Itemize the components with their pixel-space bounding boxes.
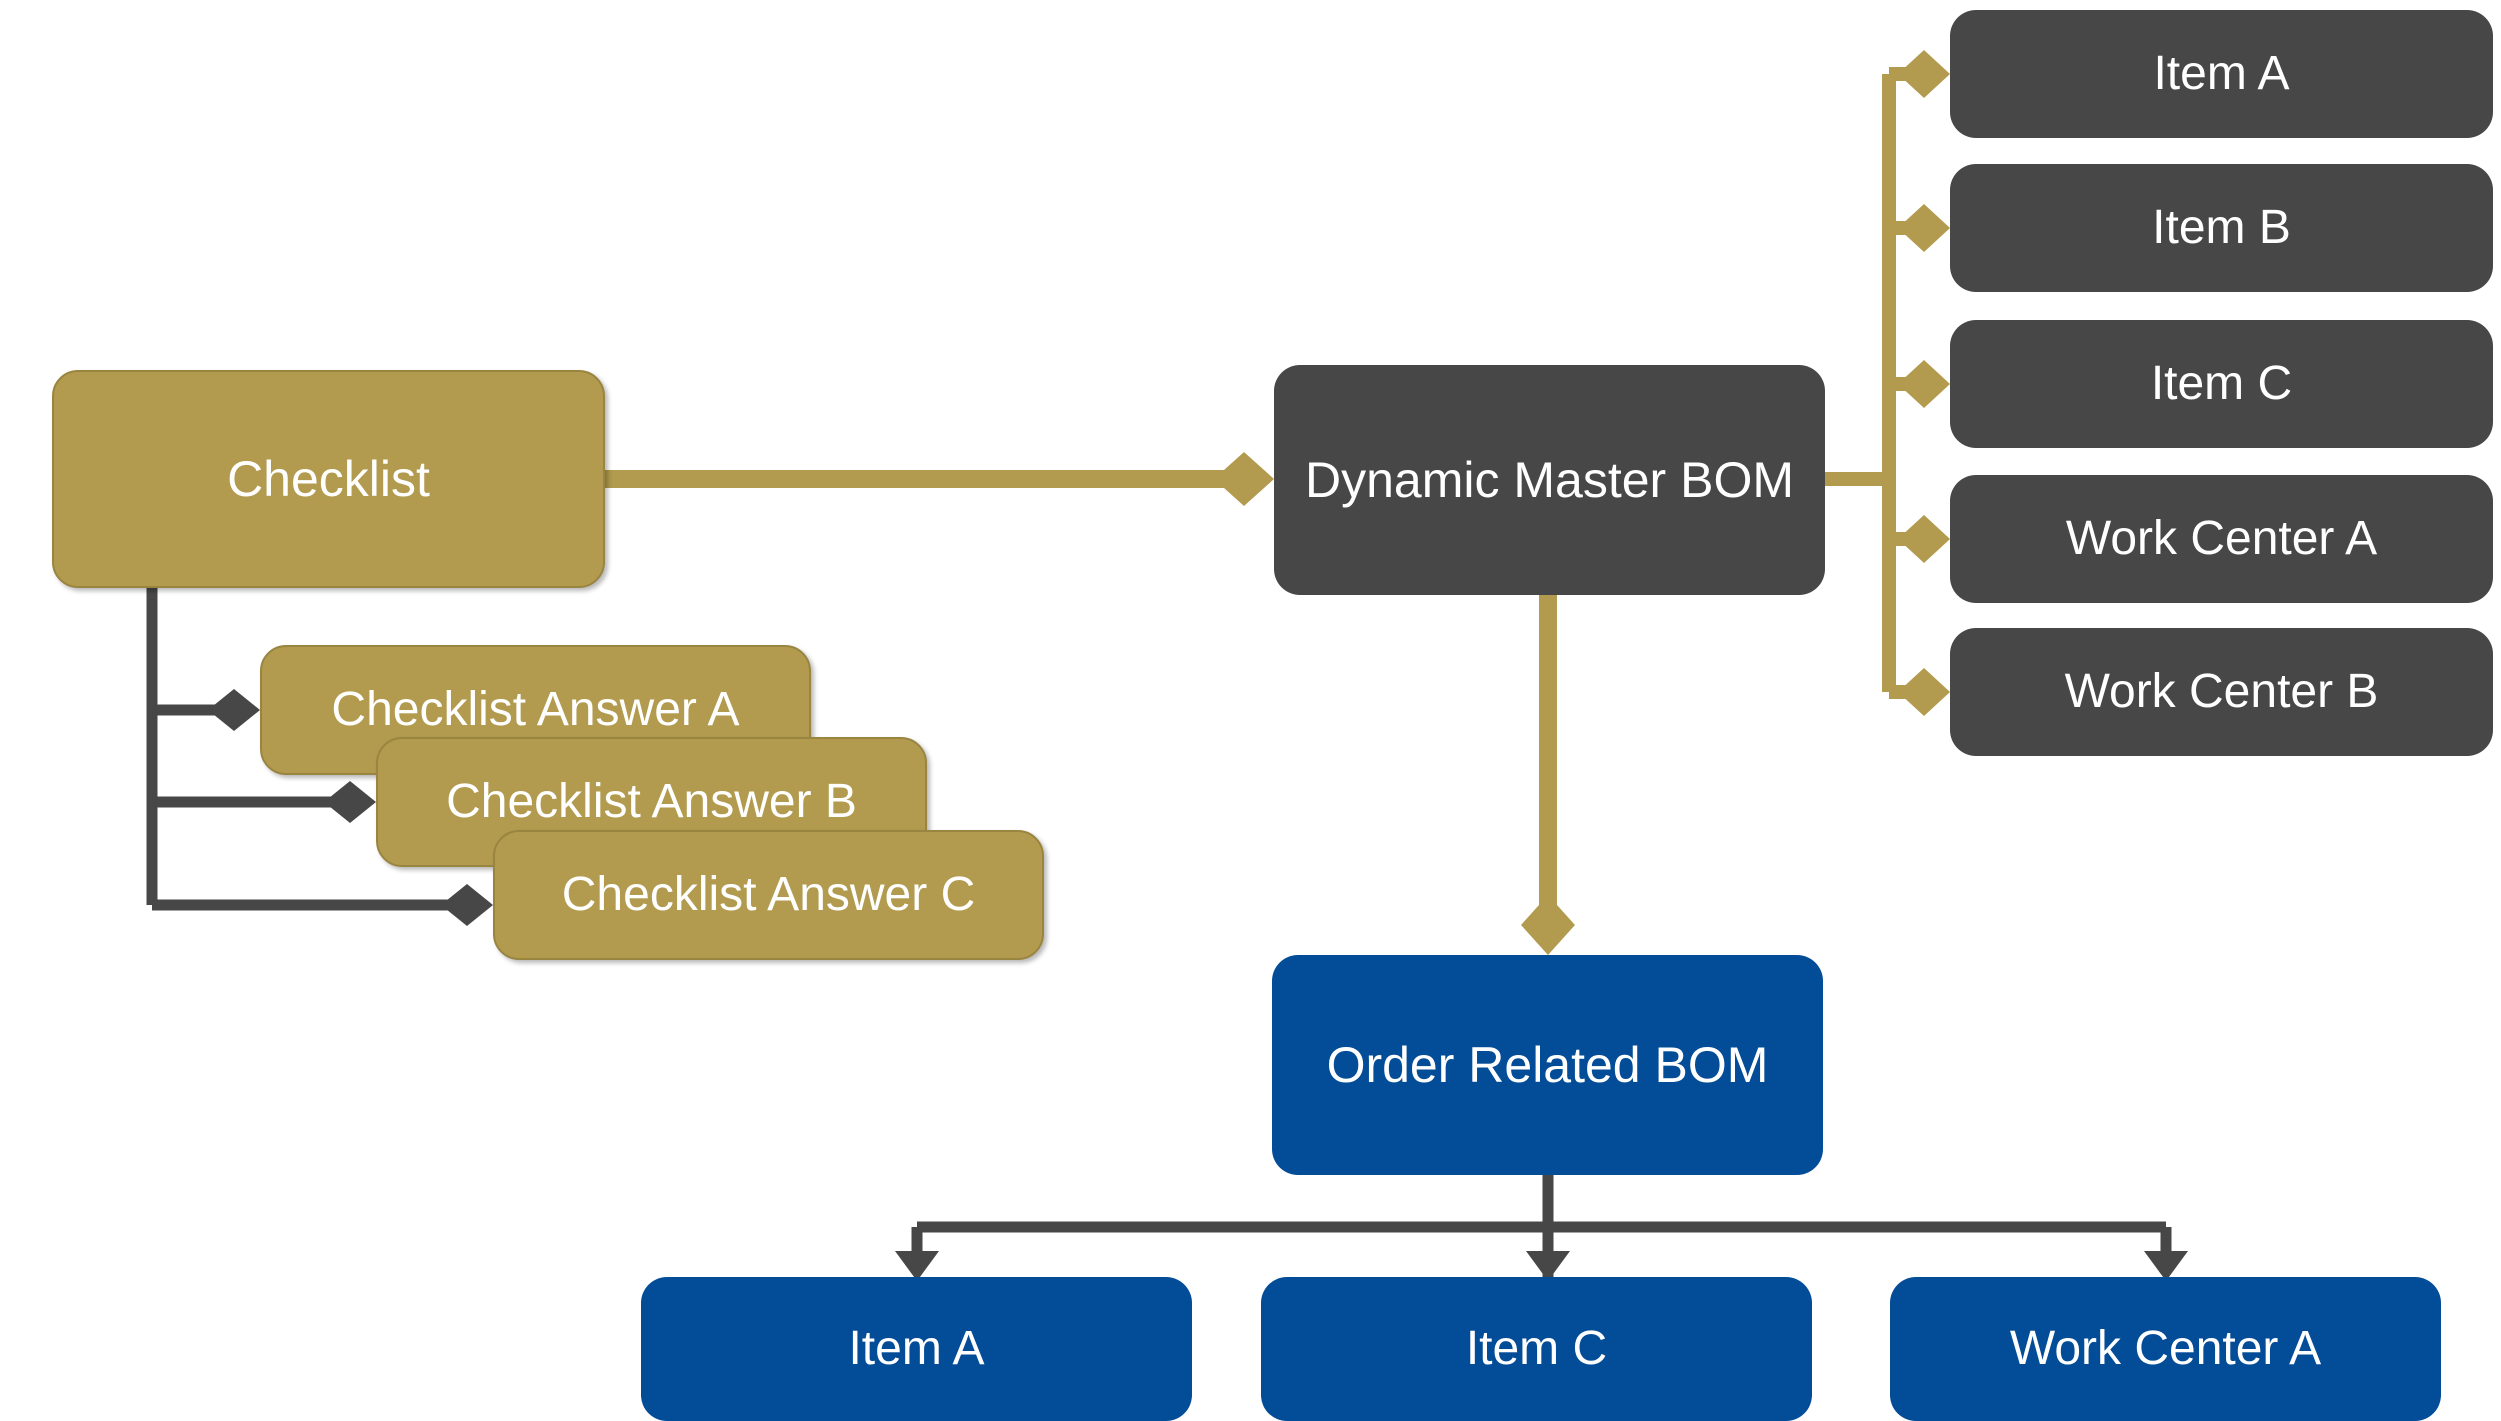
node-item-c-order-label: Item C (1465, 1321, 1608, 1375)
node-work-center-a-master-label: Work Center A (2065, 511, 2378, 565)
node-item-c-order[interactable]: Item C (1261, 1277, 1812, 1421)
node-item-a-order-label: Item A (848, 1321, 985, 1375)
node-checklist[interactable]: Checklist (52, 370, 605, 588)
node-work-center-b-master[interactable]: Work Center B (1950, 628, 2493, 756)
node-checklist-answer-c-label: Checklist Answer C (561, 867, 976, 921)
node-checklist-label: Checklist (227, 450, 430, 507)
edge-order-related-bom-to-children (895, 1175, 2188, 1281)
edge-dynamic-master-bom-to-order-related-bom (1521, 595, 1575, 955)
node-dynamic-master-bom[interactable]: Dynamic Master BOM (1274, 365, 1825, 595)
node-order-related-bom[interactable]: Order Related BOM (1272, 955, 1823, 1175)
node-work-center-a-order[interactable]: Work Center A (1890, 1277, 2441, 1421)
node-dynamic-master-bom-label: Dynamic Master BOM (1305, 451, 1794, 508)
node-item-a-master[interactable]: Item A (1950, 10, 2493, 138)
node-item-c-master-label: Item C (2150, 356, 2293, 410)
node-checklist-answer-a-label: Checklist Answer A (331, 682, 740, 736)
node-order-related-bom-label: Order Related BOM (1326, 1036, 1769, 1093)
node-item-b-master[interactable]: Item B (1950, 164, 2493, 292)
node-work-center-b-master-label: Work Center B (2064, 664, 2379, 718)
node-item-c-master[interactable]: Item C (1950, 320, 2493, 448)
edge-dynamic-master-bom-to-items (1825, 50, 1950, 716)
edge-checklist-to-dynamic-master-bom (605, 452, 1274, 506)
node-checklist-answer-b-label: Checklist Answer B (446, 774, 857, 828)
node-work-center-a-order-label: Work Center A (2009, 1321, 2322, 1375)
node-item-b-master-label: Item B (2152, 200, 2291, 254)
node-item-a-master-label: Item A (2153, 46, 2290, 100)
node-checklist-answer-c[interactable]: Checklist Answer C (493, 830, 1044, 960)
node-item-a-order[interactable]: Item A (641, 1277, 1192, 1421)
node-work-center-a-master[interactable]: Work Center A (1950, 475, 2493, 603)
